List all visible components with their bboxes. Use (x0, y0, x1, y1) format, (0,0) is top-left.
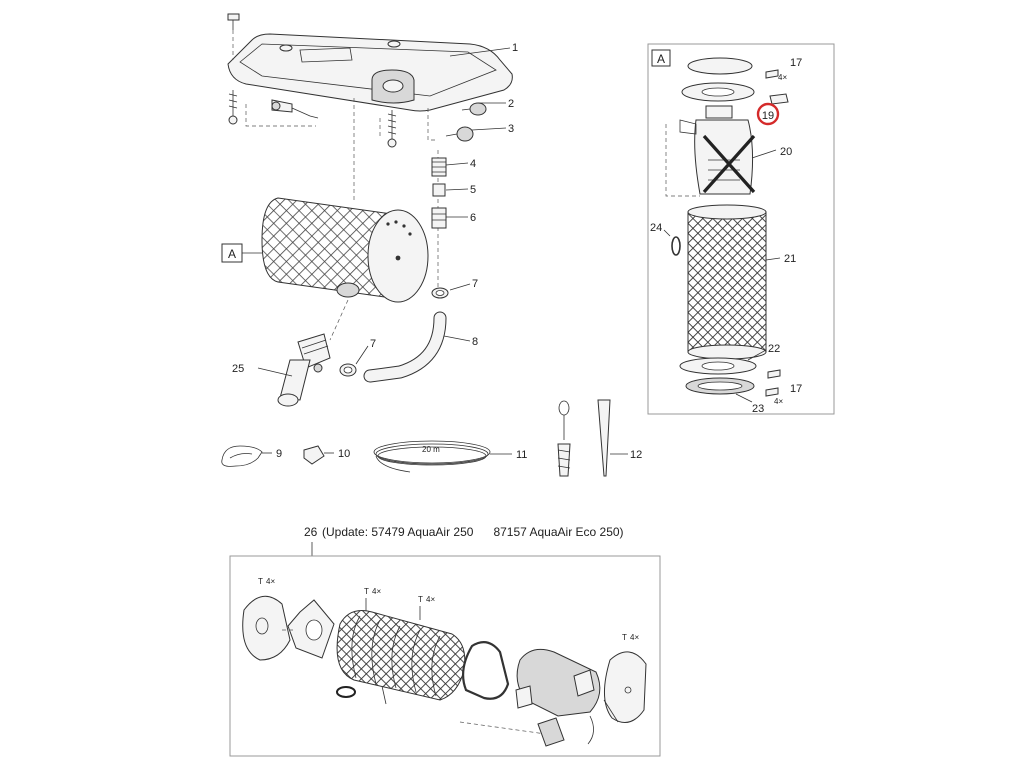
callout-5: 5 (470, 184, 476, 196)
screws-17-bottom: 17 4× (765, 369, 802, 406)
callout-8: 8 (472, 336, 478, 348)
svg-text:T: T (622, 633, 627, 642)
kit-end-cap-left: T 4× (242, 577, 291, 661)
float-housing (227, 33, 513, 112)
callout-7-bottom: 7 (370, 338, 376, 350)
main-exploded-view: A 1 2 3 4 5 6 7 8 7 25 (221, 13, 642, 477)
svg-text:20: 20 (780, 146, 792, 158)
mesh-cylinder-21: 21 (687, 204, 796, 360)
callout-6: 6 (470, 212, 476, 224)
kit-gasket-plate (282, 599, 335, 659)
screw-left-top (227, 13, 240, 60)
callout-labels: 1 2 3 4 5 6 7 8 7 25 (232, 42, 518, 375)
part-19-highlight: 19 (756, 93, 789, 126)
ground-stake-part-12: 12 (597, 399, 642, 477)
hose-length-label: 20 m (422, 445, 440, 454)
svg-text:T: T (258, 577, 263, 586)
callout-25: 25 (232, 363, 244, 375)
frame-label-a: A (221, 243, 262, 263)
callout-11: 11 (516, 449, 527, 461)
pump-body-20: 20 (665, 105, 792, 197)
bolt-under-housing (387, 110, 397, 148)
svg-text:19: 19 (762, 110, 774, 122)
inset-frame-a: A 17 4× 19 20 (647, 43, 835, 415)
base-ring-23: 23 (685, 377, 764, 415)
update-kit-26: 26 (Update: 57479 AquaAir 250 87157 Aqua… (229, 525, 661, 757)
callout-1: 1 (512, 42, 518, 54)
kit-square-seal (461, 641, 510, 700)
kit-connector (537, 717, 565, 747)
svg-text:T: T (418, 595, 423, 604)
flange-22: 22 (679, 343, 780, 375)
callout-4: 4 (470, 158, 476, 170)
svg-text:A: A (657, 52, 665, 66)
svg-text:4×: 4× (426, 595, 435, 604)
screw-left-bottom (228, 90, 238, 125)
svg-text:4×: 4× (778, 73, 787, 82)
svg-text:21: 21 (784, 253, 796, 265)
update-kit-caption: (Update: 57479 AquaAir 250 87157 AquaAir… (322, 525, 624, 539)
svg-text:4×: 4× (774, 397, 783, 406)
accessory-row: 9 10 20 m 11 (221, 399, 642, 477)
svg-text:22: 22 (768, 343, 780, 355)
callout-2: 2 (508, 98, 514, 110)
svg-text:4×: 4× (372, 587, 381, 596)
callout-3: 3 (508, 123, 514, 135)
callout-9: 9 (276, 448, 282, 460)
callout-10: 10 (338, 448, 350, 460)
callout-12: 12 (630, 449, 642, 461)
callout-7-top: 7 (472, 278, 478, 290)
valve-stack (431, 157, 447, 229)
kit-screws: T 4× T 4× (364, 587, 435, 620)
knob-part-2 (271, 99, 487, 119)
svg-text:4×: 4× (630, 633, 639, 642)
kit-end-cap-right: T 4× (603, 633, 647, 723)
svg-text:17: 17 (790, 57, 802, 69)
mesh-filter-cylinder (261, 197, 429, 303)
screws-17-top: 17 4× (765, 57, 802, 82)
svg-text:T: T (364, 587, 369, 596)
svg-text:17: 17 (790, 383, 802, 395)
clamp-part-7-bottom (339, 363, 357, 377)
carabiner-part-9: 9 (221, 445, 282, 467)
update-kit-number: 26 (304, 525, 318, 539)
kit-pump-motor (459, 648, 601, 745)
callout-leaders (257, 47, 511, 377)
o-ring-24: 24 (650, 222, 681, 256)
ground-stake-key (557, 400, 571, 477)
svg-text:24: 24 (650, 222, 662, 234)
elbow-fitting-part-25 (277, 299, 349, 407)
knob-part-3 (445, 126, 474, 142)
clamp-part-7-top (431, 287, 449, 299)
hose-part-8 (363, 311, 447, 383)
svg-text:A: A (228, 247, 236, 261)
hose-coil-part-11: 20 m 11 (373, 440, 527, 473)
svg-text:4×: 4× (266, 577, 275, 586)
clip-part-10: 10 (303, 445, 350, 465)
svg-text:23: 23 (752, 403, 764, 415)
